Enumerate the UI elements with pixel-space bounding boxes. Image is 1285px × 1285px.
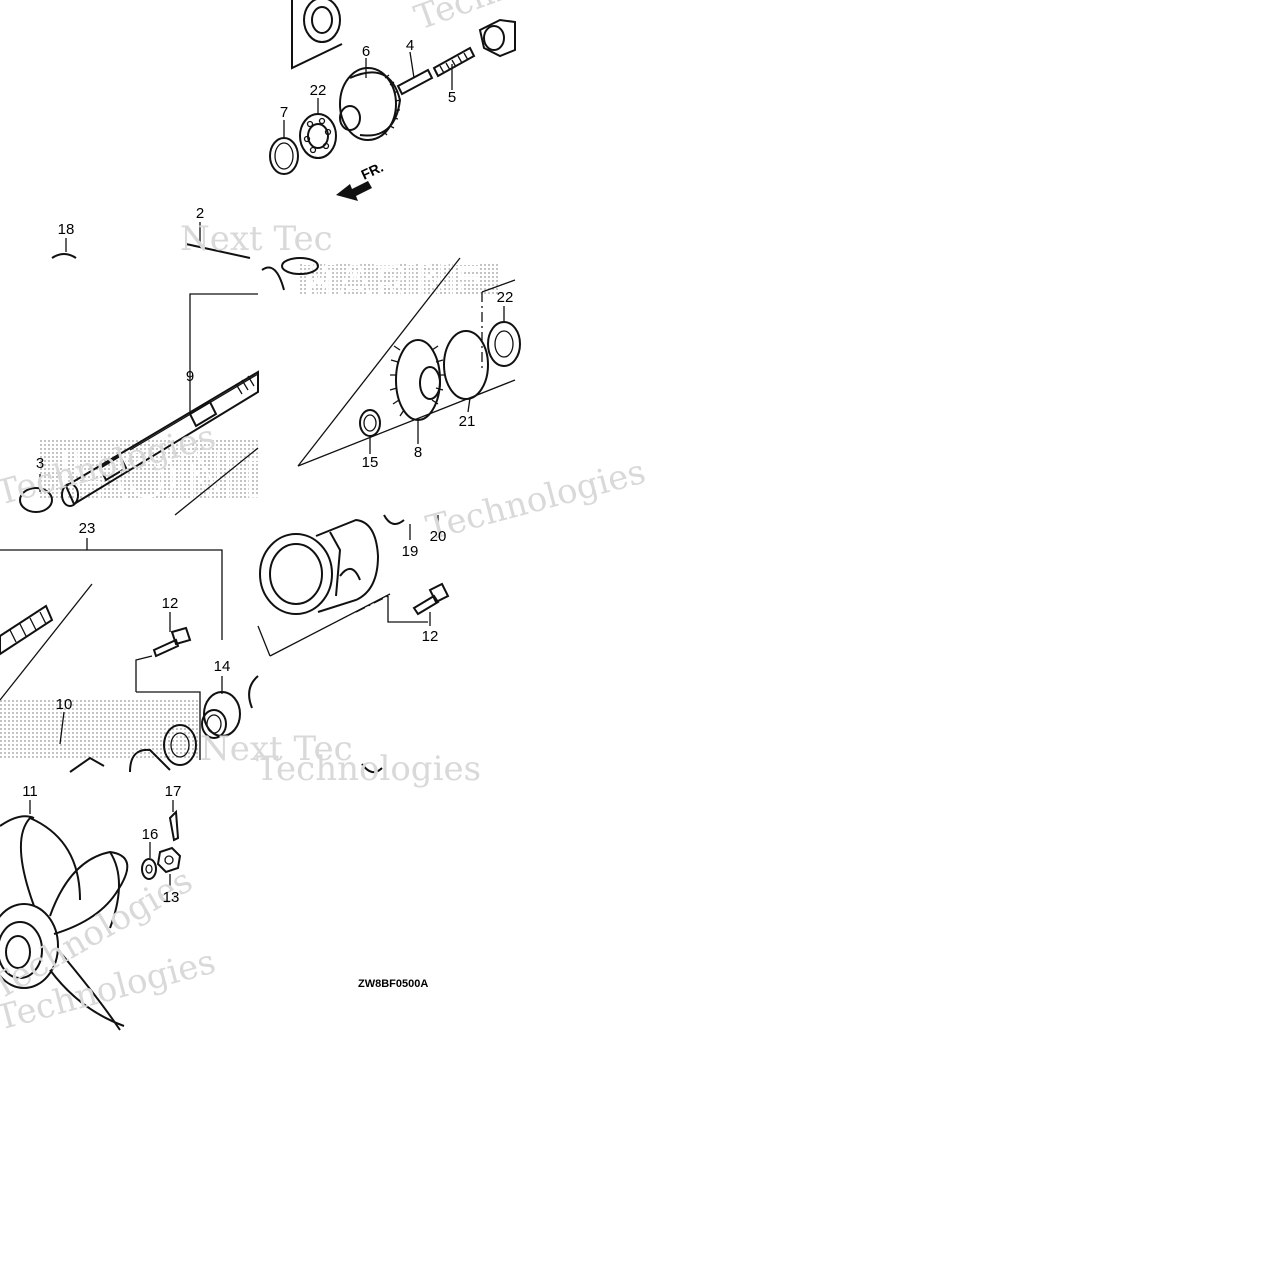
ball-bearing-22	[299, 113, 337, 159]
bearing-edge	[383, 514, 405, 525]
spring	[432, 46, 476, 78]
watermark-dots	[0, 700, 200, 760]
thrust-washer	[269, 137, 299, 175]
callout-5: 5	[448, 89, 456, 106]
watermark-dots	[300, 262, 500, 296]
water-tube	[185, 243, 251, 259]
callout-3: 3	[36, 455, 44, 472]
reverse-gear	[389, 339, 445, 421]
clip-edge	[361, 763, 383, 774]
mid-right-tile: MARINE	[261, 253, 521, 467]
ball-bearing-22b	[487, 321, 521, 367]
direction-label: FR.	[359, 159, 386, 183]
callout-13: 13	[163, 889, 180, 906]
o-ring	[443, 330, 489, 400]
cotter-pin	[168, 809, 180, 842]
propeller	[0, 815, 129, 1031]
watermark: Technologies	[409, 0, 634, 38]
gear-case-edge	[261, 266, 285, 291]
needle-bearing	[163, 724, 197, 766]
vertical-shaft	[61, 370, 259, 507]
callout-15: 15	[362, 454, 379, 471]
bearing-holder-flange	[69, 756, 105, 773]
callout-16: 16	[142, 826, 159, 843]
watermark: Next Tec	[200, 729, 353, 769]
o-ring-edge	[248, 675, 259, 709]
callout-18: 18	[58, 221, 75, 238]
callout-8: 8	[414, 444, 422, 461]
callout-7: 7	[280, 104, 288, 121]
propeller-shaft	[0, 604, 54, 656]
watermark: Technologies	[422, 452, 650, 549]
bottom-left-tile: Next Tec	[0, 538, 353, 773]
callout-23: 23	[79, 520, 96, 537]
watermark-brand: HONDA	[60, 434, 346, 522]
castle-nut	[156, 846, 182, 874]
bearing-box-bracket	[291, 0, 343, 70]
callout-10: 10	[56, 696, 73, 713]
callout-12-left: 12	[162, 595, 179, 612]
callout-22b: 22	[497, 289, 514, 306]
callout-14: 14	[214, 658, 231, 675]
callout-20: 20	[430, 528, 447, 545]
callout-12-right: 12	[422, 628, 439, 645]
propeller-tile: Technologies Technologies	[0, 800, 220, 1039]
seal-ring	[281, 257, 319, 275]
callout-11: 11	[22, 783, 38, 800]
callout-labels: 6 4 5 22 7 18 2 9 3 22 21 15 8 23 19 20 …	[22, 37, 513, 906]
pin	[396, 68, 434, 96]
callout-17: 17	[165, 783, 182, 800]
shaft-washer	[19, 487, 53, 513]
ball-bearing-top	[303, 0, 341, 43]
bearing-holder	[129, 748, 171, 773]
thrust-washer-15	[359, 409, 381, 437]
callout-9: 9	[186, 368, 194, 385]
mid-left-tile: HONDA Next Tec Technologies	[0, 219, 347, 523]
watermark: Next Tec	[180, 219, 333, 259]
flange-bolt-left	[152, 626, 192, 658]
propeller-washer	[141, 858, 157, 880]
diagram-code: ZW8BF0500A	[358, 978, 428, 990]
callout-2: 2	[196, 205, 204, 222]
callout-19: 19	[402, 543, 419, 560]
bearing-holder-case	[259, 518, 380, 615]
front-direction-arrow: FR.	[336, 159, 386, 201]
flange-bolt-right	[412, 582, 450, 616]
forward-gear	[339, 67, 402, 141]
callout-21: 21	[459, 413, 476, 430]
watermark: Technologies	[256, 749, 481, 789]
clutch-shifter	[478, 18, 516, 58]
clip-18	[51, 253, 77, 259]
callout-4: 4	[406, 37, 414, 54]
callout-6: 6	[362, 43, 370, 60]
watermark-brand: MARINE	[300, 254, 481, 306]
callout-22: 22	[310, 82, 327, 99]
